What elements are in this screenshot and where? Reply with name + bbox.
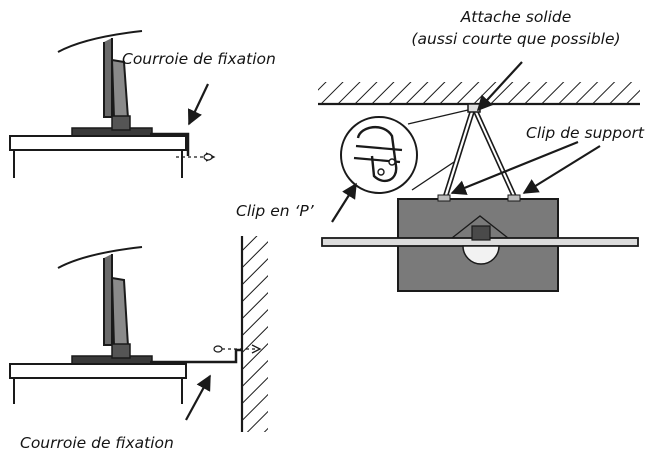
ceiling-mount: Attache solide (aussi courte que possibl… (236, 8, 645, 292)
tv-stand-post (111, 115, 131, 131)
tv-on-table-wall: Courroie de fixation (9, 236, 268, 452)
solid-tie-label-line1: Attache solide (460, 8, 572, 26)
screw-icon (176, 152, 216, 162)
strap-top-arrow (187, 83, 209, 126)
solid-tie-label-line2: (aussi courte que possible) (411, 30, 620, 48)
table-top-2 (9, 363, 187, 379)
tv-panel (103, 38, 113, 118)
wall-hatch (242, 236, 268, 432)
tv-stand-neck-2 (110, 276, 130, 347)
support-clip-arrow-right (522, 145, 601, 194)
strap-bottom-label: Courroie de fixation (20, 434, 174, 452)
solid-tie-arrow (476, 61, 523, 112)
p-clip-arrow (331, 182, 357, 223)
tv-on-table-top: Courroie de fixation (9, 30, 276, 178)
clip-point-right (507, 194, 521, 202)
strap-top-label: Courroie de fixation (122, 50, 276, 68)
bulb-icon (451, 215, 509, 265)
table-top (9, 135, 187, 151)
strap-top (150, 132, 190, 156)
tv-stand-neck (110, 58, 130, 119)
ceiling-anchor (467, 103, 481, 113)
p-clip-label: Clip en ‘P’ (236, 202, 315, 220)
support-clip-label: Clip de support (526, 124, 645, 142)
screw-icon-2 (213, 344, 262, 354)
tv-back-outline (57, 30, 143, 53)
tv-panel-2 (103, 254, 113, 346)
p-clip-detail (340, 109, 469, 194)
strap-bottom (150, 348, 242, 364)
support-wires (442, 111, 518, 199)
support-clip-arrow-left (450, 140, 579, 195)
tv-back-outline-2 (57, 246, 143, 269)
tv-stand-post-2 (111, 343, 131, 359)
ceiling-hatch (318, 82, 640, 104)
p-clip-icon (356, 126, 398, 183)
clip-point-left (437, 194, 451, 202)
strap-bottom-arrow (185, 374, 211, 421)
